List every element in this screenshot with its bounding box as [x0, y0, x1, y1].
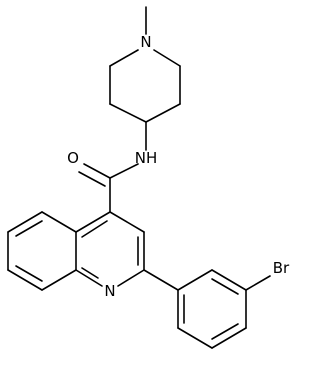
- ring-bond: [41, 269, 77, 291]
- ring-bond: [211, 269, 247, 291]
- ring-bond: [41, 211, 77, 233]
- ring-bond: [75, 269, 103, 287]
- piperidine-ring: [109, 6, 181, 123]
- ring-bond: [153, 49, 181, 67]
- atom-label-n-amide: NH: [135, 149, 158, 167]
- ring-double-bond-inner: [211, 323, 239, 340]
- biaryl-bond: [143, 269, 179, 291]
- quinoline-pyridine-ring: [75, 211, 145, 287]
- ring-bond: [7, 211, 43, 233]
- ring-bond: [109, 103, 147, 123]
- ring-bond: [177, 327, 213, 349]
- ring-double-bond-inner: [15, 220, 43, 237]
- amide-linkage: [78, 121, 147, 213]
- ring-bond: [7, 269, 43, 291]
- carbonyl-double-bond: [83, 163, 111, 179]
- nh-co-bond: [109, 163, 139, 179]
- ring-bond: [109, 211, 145, 233]
- carbonyl-double-bond-inner: [78, 171, 106, 187]
- ring-bond: [117, 269, 145, 287]
- quinoline-benzo-ring: [7, 211, 77, 291]
- chemical-structure: N O NH N Br: [7, 6, 290, 349]
- ring-bond: [109, 49, 139, 67]
- ring-double-bond-inner: [211, 278, 239, 295]
- atom-label-br: Br: [273, 259, 290, 277]
- ring-bond: [177, 269, 213, 291]
- ring-double-bond-inner: [81, 267, 99, 279]
- ring-bond: [145, 103, 181, 123]
- ring-bond: [75, 211, 111, 233]
- atom-label-n-quinoline: N: [104, 282, 115, 300]
- ring-double-bond-inner: [15, 265, 43, 282]
- ring-bond: [211, 327, 247, 349]
- bromophenyl-ring: [143, 269, 271, 349]
- c-br-bond: [245, 275, 271, 291]
- ring-double-bond-inner: [81, 220, 108, 238]
- atom-label-n-methyl: N: [140, 33, 151, 51]
- atom-label-o-carbonyl: O: [67, 149, 79, 167]
